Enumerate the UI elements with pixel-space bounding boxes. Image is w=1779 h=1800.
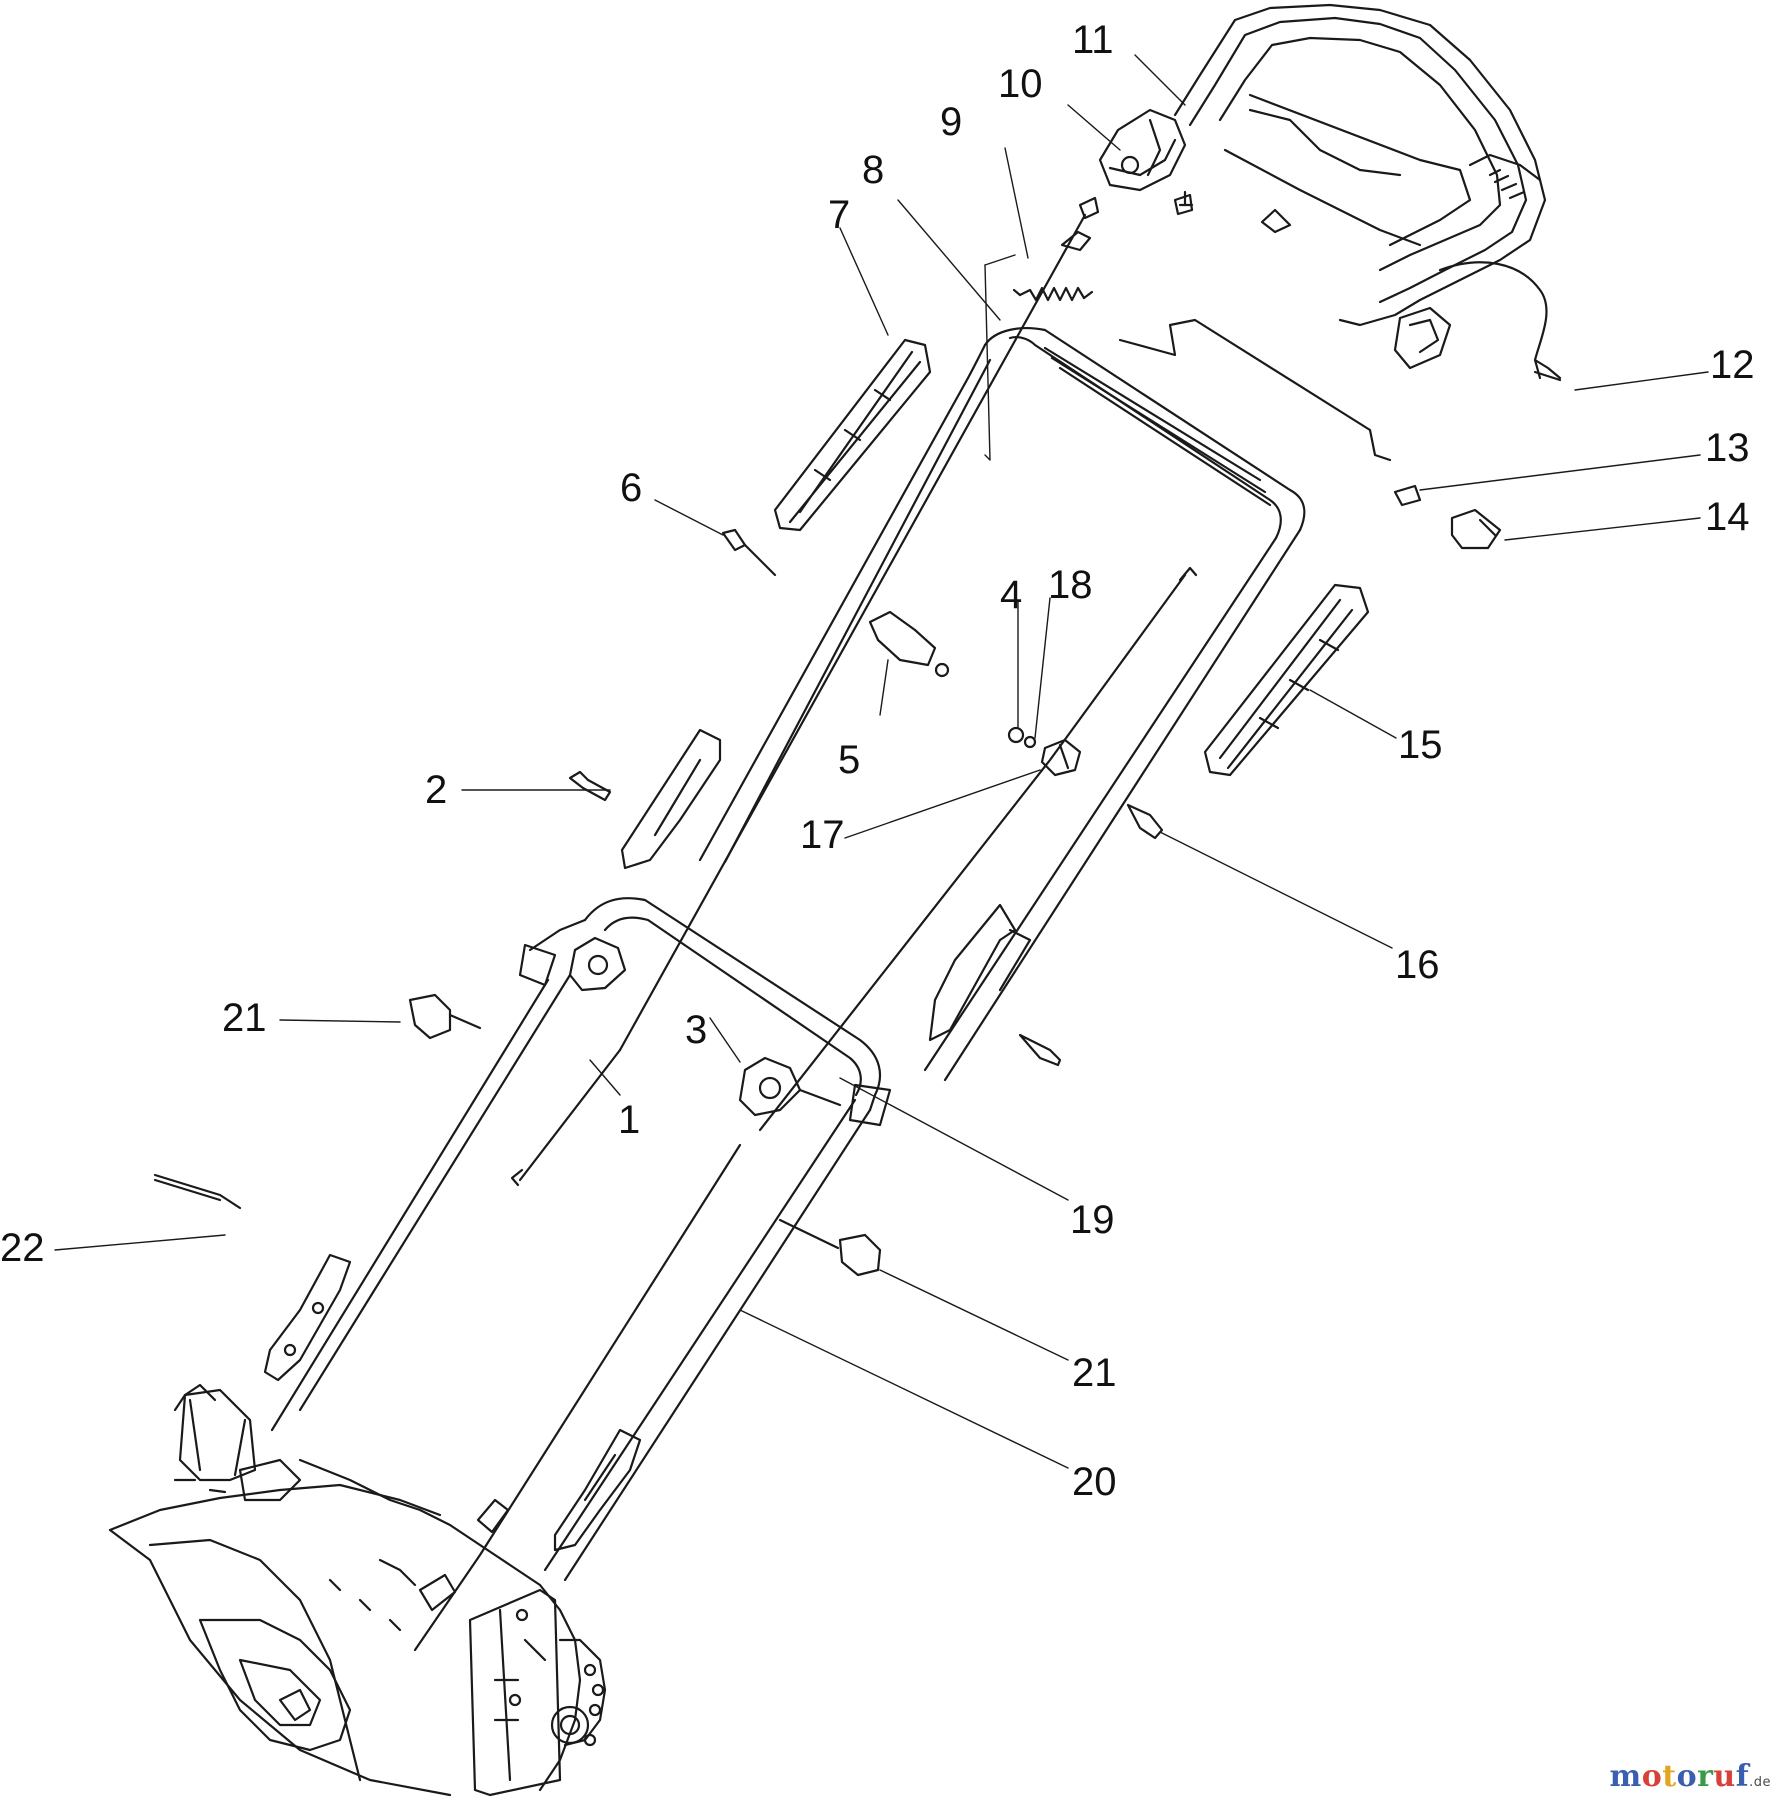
lower-handle-part-19 [270, 897, 892, 1582]
callout-4: 4 [1000, 573, 1023, 617]
callout-3: 3 [685, 1008, 708, 1052]
knob-part-3 [738, 1056, 842, 1117]
watermark-letter: o [1641, 1759, 1663, 1794]
pin-part-22 [153, 1173, 242, 1210]
clip-part-21-lower [778, 1218, 882, 1277]
control-rod-hook [1178, 566, 1198, 582]
mower-deck-housing [108, 1383, 582, 1797]
watermark-letter: f [1735, 1759, 1750, 1794]
bail-bracket [1393, 306, 1452, 370]
bolt-part-2 [568, 770, 612, 802]
bail-linkage-wire [1178, 190, 1194, 207]
upper-handle-part-8 [698, 327, 1306, 1082]
washer-part-18 [1023, 735, 1037, 749]
rod-end-part-13 [1393, 484, 1422, 507]
watermark-letter: u [1713, 1759, 1736, 1794]
nut-part-4 [1007, 726, 1025, 744]
height-adjust-wheel [550, 1638, 607, 1747]
callout-15: 15 [1398, 723, 1443, 767]
cable-clip-part-5 [868, 610, 950, 678]
callout-20: 20 [1072, 1460, 1117, 1504]
callout-22: 22 [0, 1226, 45, 1270]
callout-19: 19 [1070, 1198, 1115, 1242]
watermark-letter: r [1697, 1759, 1714, 1794]
cable-guide-part-15 [1203, 583, 1370, 777]
cable-sleeve [476, 1498, 510, 1534]
callout-17: 17 [800, 813, 845, 857]
watermark-letter: t [1662, 1759, 1677, 1794]
bolt-part-16 [1126, 803, 1164, 840]
deck-side-plate [468, 1588, 562, 1797]
cable-end-top [1078, 196, 1100, 220]
cable-guide-part-7 [773, 338, 932, 532]
clip-part-21-upper [408, 993, 482, 1040]
callout-8: 8 [862, 148, 885, 192]
reference-line-top [984, 254, 1016, 266]
callout-10: 10 [998, 62, 1043, 106]
interlock-rod [1118, 318, 1392, 462]
callout-6: 6 [620, 466, 643, 510]
cable-hook [510, 1168, 524, 1187]
leader-lines [54, 54, 1709, 1469]
cable-ferrule [1060, 230, 1092, 252]
bolt-right-bracket [1018, 1033, 1062, 1067]
handle-foot-right [553, 1428, 642, 1552]
watermark-letter: o [1676, 1759, 1698, 1794]
control-rod [758, 573, 1187, 1132]
drive-cable-part-1 [618, 213, 1087, 1052]
spring-part-9 [1012, 286, 1094, 302]
callout-9: 9 [940, 100, 963, 144]
callout-5: 5 [838, 738, 861, 782]
screw-part-6 [721, 528, 777, 577]
lower-bracket-left [620, 728, 722, 870]
callout-11: 11 [1072, 18, 1114, 62]
callout-13: 13 [1705, 426, 1750, 470]
bail-handle-part-11 [1173, 3, 1547, 327]
reference-line [984, 264, 991, 461]
callout-7: 7 [828, 193, 851, 237]
cable-fitting [418, 1573, 457, 1612]
control-lever-part-10 [1098, 108, 1194, 216]
lower-bracket-right [928, 903, 1032, 1042]
callout-1: 1 [618, 1098, 641, 1142]
cable-end [1533, 370, 1562, 382]
motoruf-watermark-logo: motoruf.de [1609, 1759, 1771, 1794]
callout-21-lower: 21 [1072, 1351, 1117, 1395]
cap-part-14 [1450, 508, 1502, 550]
knob-upper [568, 936, 627, 992]
cable-to-deck [413, 1143, 742, 1652]
callout-2: 2 [425, 768, 448, 812]
watermark-letter: m [1609, 1759, 1642, 1794]
callout-12: 12 [1710, 343, 1755, 387]
handle-foot-left [263, 1253, 352, 1382]
callout-18: 18 [1048, 563, 1093, 607]
callout-21-upper: 21 [222, 996, 267, 1040]
callout-16: 16 [1395, 943, 1440, 987]
control-cable-part-12 [1438, 261, 1562, 380]
watermark-suffix: .de [1749, 1775, 1771, 1790]
drive-cable-lower [518, 1048, 622, 1182]
callout-14: 14 [1705, 495, 1750, 539]
